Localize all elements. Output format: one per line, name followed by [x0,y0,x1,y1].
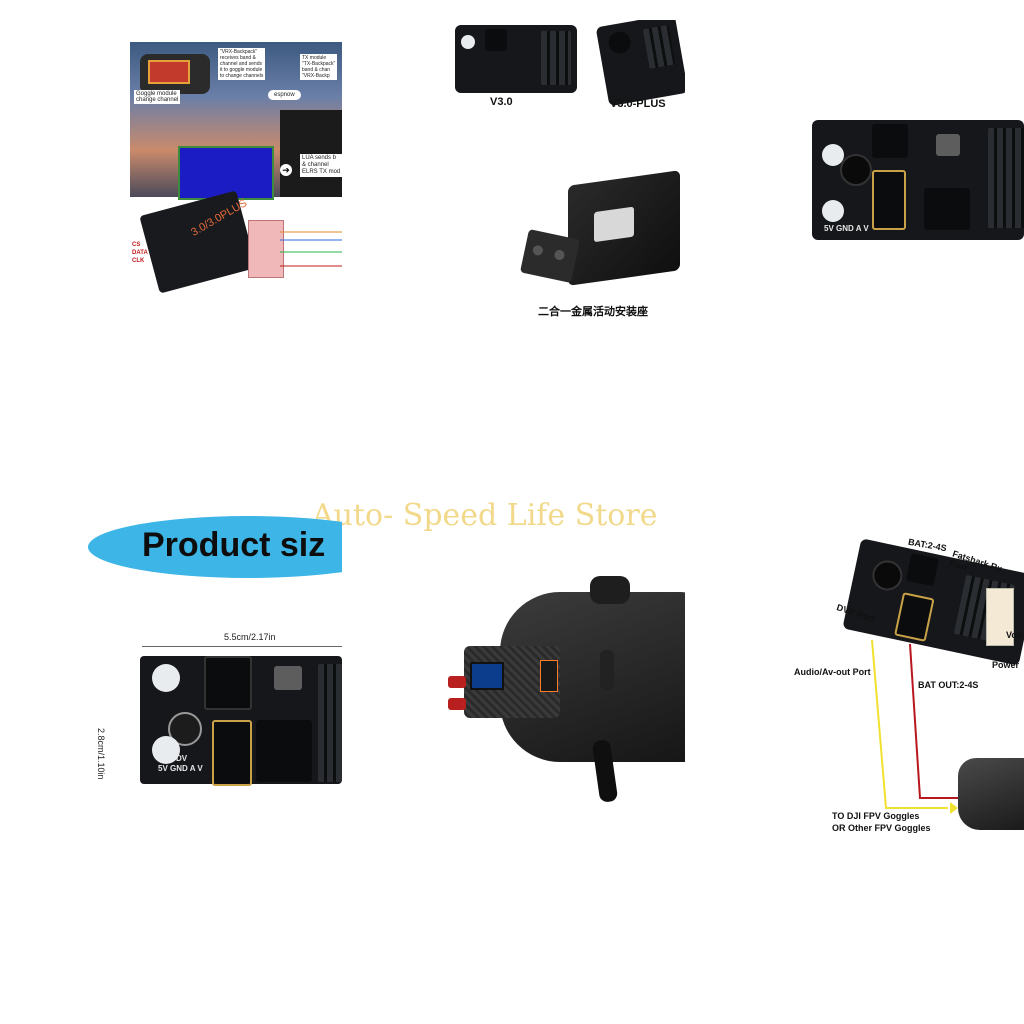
wiring-tile: BAT:2-4S Fatshark Rx Port DVR Port Volt … [790,536,1024,836]
size-hole-1 [152,664,180,692]
size-silk-1: DV [176,754,188,763]
power-jack [872,170,906,230]
collage-tile: Goggle module change channel "VRX-Backpa… [130,42,342,300]
goggle-caption: Goggle module change channel [134,90,181,104]
product-size-tile: Product siz 5.5cm/2.17in 2.8cm/1.10in DV… [88,516,342,786]
size-jack-3 [256,720,312,782]
store-watermark: Auto- Speed Life Store [312,498,658,533]
audio-label: Audio/Av-out Port [794,667,871,677]
goggles-tile [440,570,685,810]
cs-label: CS [132,242,141,248]
v30-jack [485,29,507,51]
goggles-label: TO DJI FPV Goggles OR Other FPV Goggles [832,811,931,833]
main-board: 5V GND A V [812,120,1024,240]
buzzer [840,154,872,186]
banner-text: Product siz [142,526,326,564]
header-pins [988,128,1024,228]
channel-display [540,660,558,692]
wiring-lines [280,231,342,267]
fatshark-plug [986,588,1014,646]
board-silk: 5V GND A V [824,224,869,233]
power-label: Power [992,660,1020,670]
bracket-hole-1 [531,244,544,257]
width-label: 5.5cm/2.17in [224,632,276,642]
inductor [936,134,960,156]
bracket-hole-2 [553,249,566,261]
v30plus-label: V3.0-PLUS [610,98,666,110]
size-board: DV 5V GND A V [140,656,342,786]
mount-bracket [519,229,581,283]
v30-board [455,25,577,93]
board-right-tile: 5V GND A V [810,110,1024,245]
goggle-screen [148,60,190,84]
vrx-caption: "VRX-Backpack" receives band & channel a… [218,48,266,80]
v30-pins [541,31,571,85]
lua-caption: LUA sends b & channel ELRS TX mod [300,154,342,177]
receiver-module [248,220,284,278]
sma-connector-2 [448,698,466,710]
size-jack-2 [212,720,252,786]
v30-label: V3.0 [490,96,513,108]
board-hole-1 [822,144,844,166]
data-label: DATA [132,250,148,256]
size-silk-2: 5V GND A V [158,764,203,773]
arrow-icon: ➔ [280,164,292,176]
volt-label: Volt [1006,630,1023,640]
board-hole-2 [822,200,844,222]
metal-mount-case [568,170,680,286]
size-jack-1 [204,656,252,710]
product-size-banner [88,516,342,578]
width-dim-line [142,646,342,647]
bat-out-label: BAT OUT:2-4S [918,680,979,690]
versions-tile: V3.0 V3.0-PLUS 二合一金属活动安装座 [450,20,685,320]
clk-label: CLK [132,258,145,264]
dji-goggles [958,758,1024,830]
dvr-jack [924,188,970,230]
size-pins [318,664,342,782]
audio-jack [872,124,908,158]
height-label: 2.8cm/1.10in [96,728,106,780]
sma-connector-1 [448,676,466,688]
v30-hole [461,35,475,49]
mount-case-window [594,206,634,243]
goggles-antenna-2 [600,650,614,690]
v30plus-jack [606,29,633,56]
goggles-strap [590,576,630,604]
size-hole-2 [152,736,180,764]
v30plus-board [595,20,685,107]
v30plus-pins [642,24,676,69]
espnow-cloud: espnow [268,90,301,100]
mount-caption: 二合一金属活动安装座 [538,306,648,318]
radio-photo [280,110,342,197]
vrx-module-case [464,646,560,718]
oled-screen [470,662,504,690]
size-inductor [274,666,302,690]
tx-caption: TX module "TX-Backpack" band & chan "VRX… [300,54,338,80]
